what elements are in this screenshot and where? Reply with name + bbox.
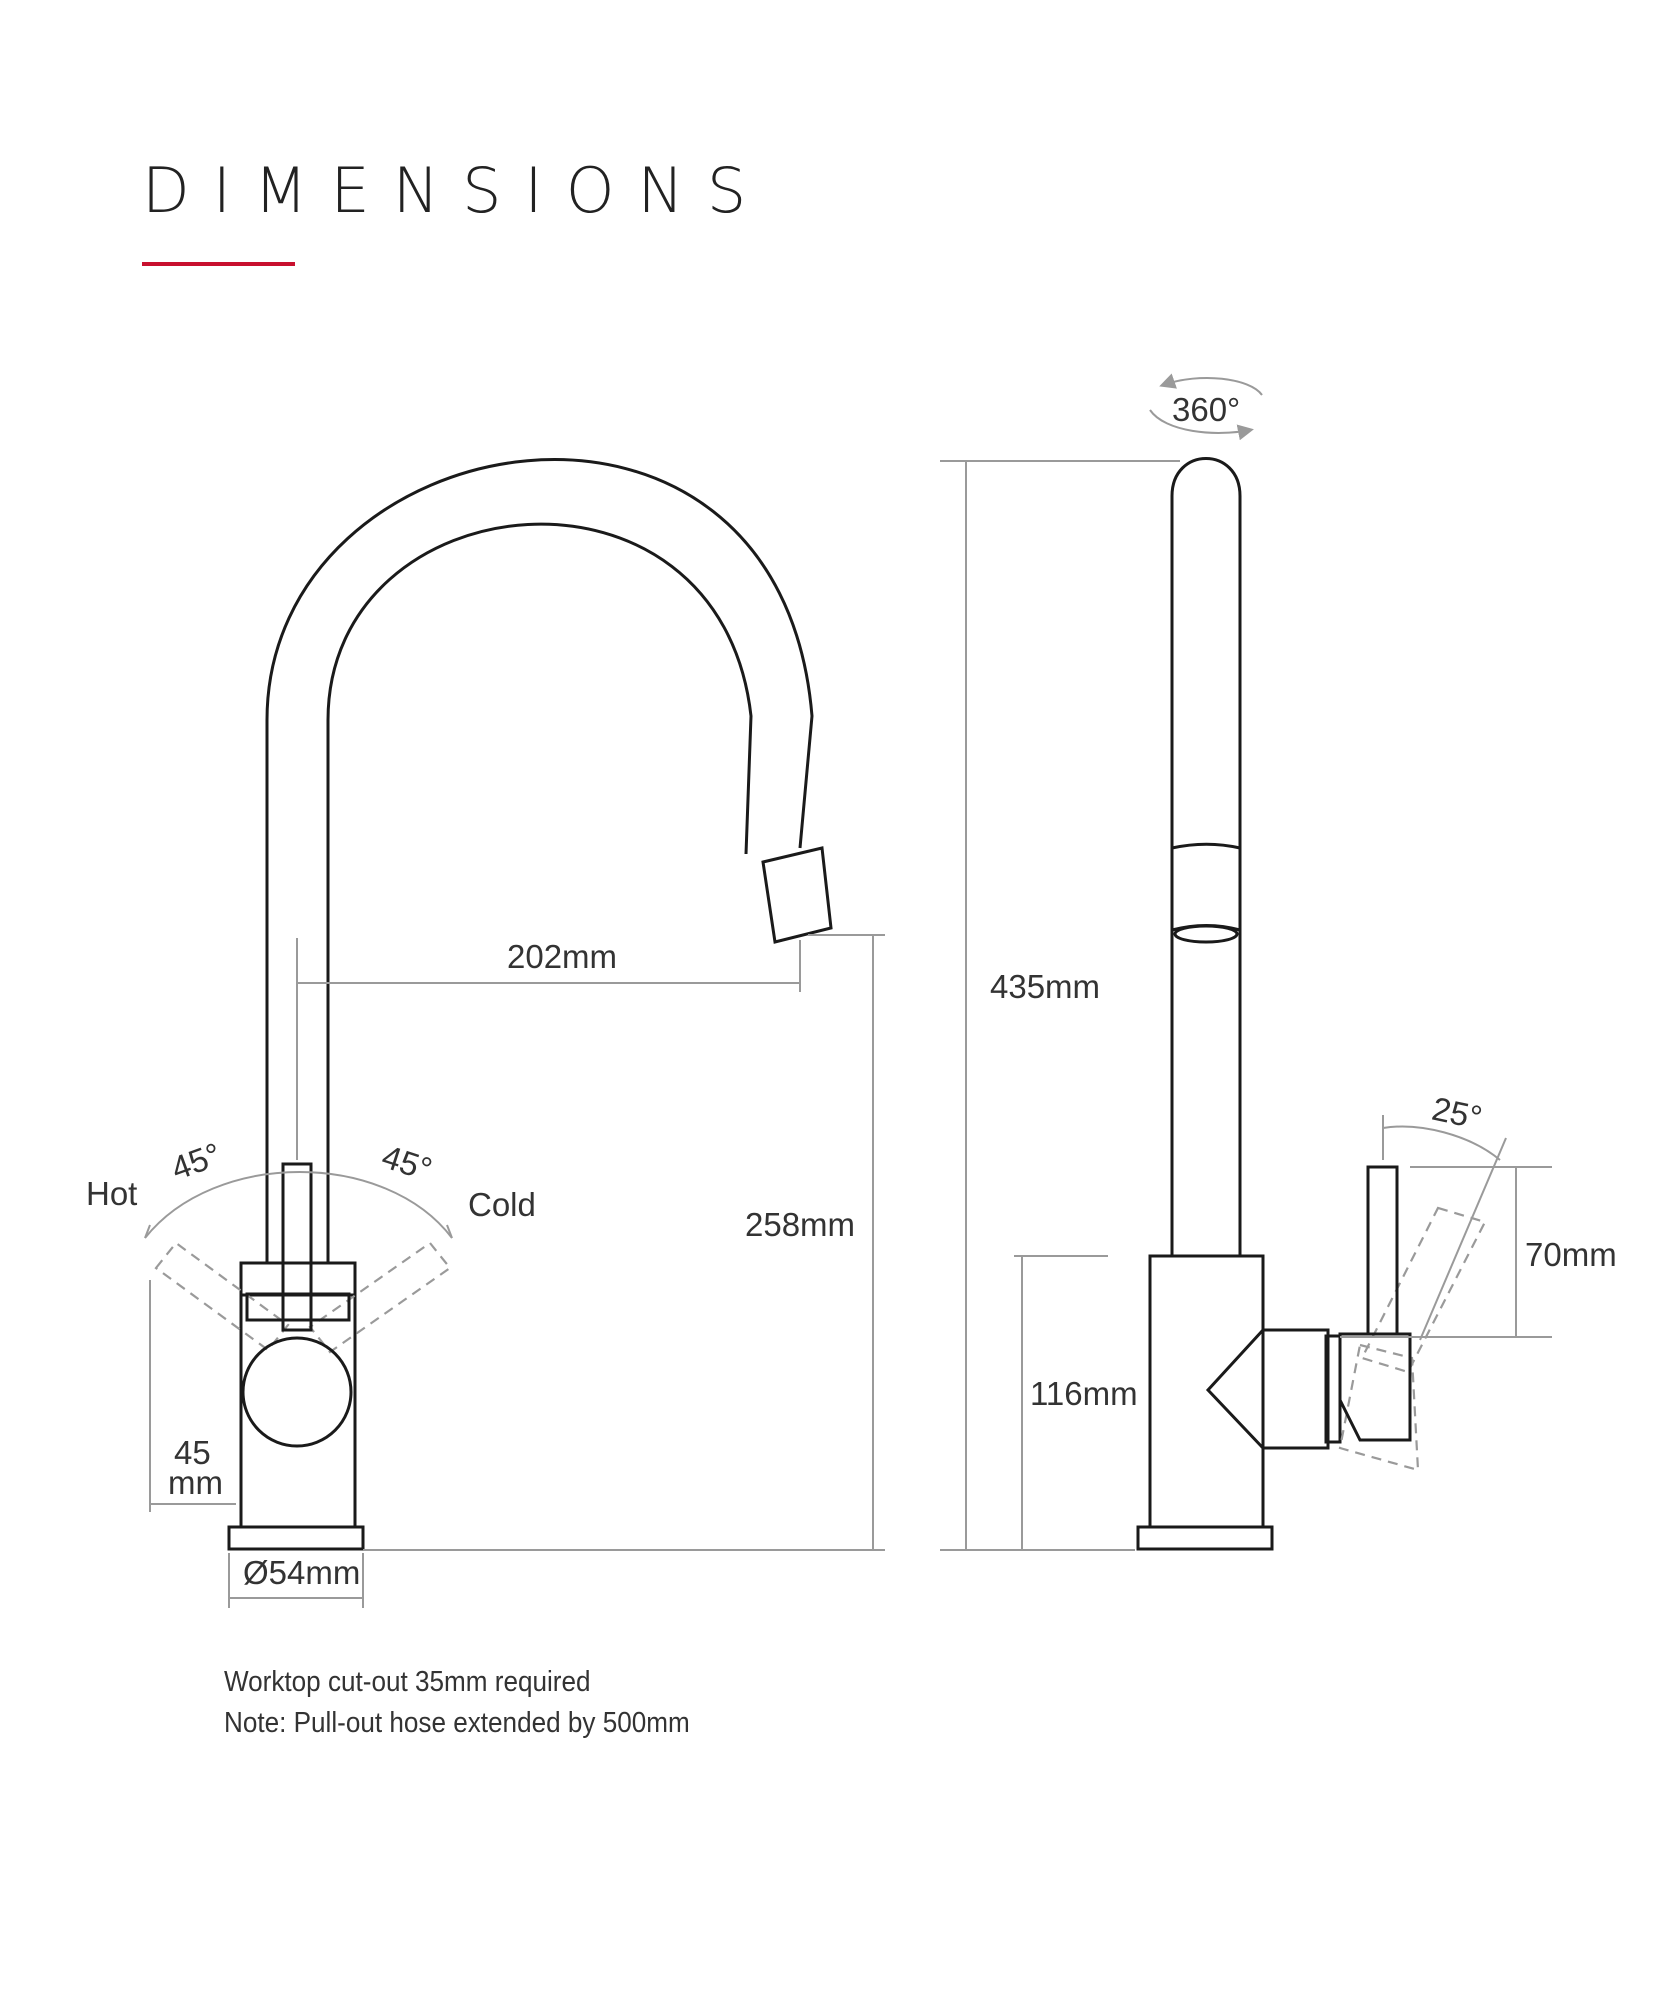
side-body <box>1148 1254 1265 1529</box>
front-lever-knob <box>241 1336 353 1448</box>
front-angle-left-label: 45° <box>166 1135 226 1187</box>
side-lever <box>1366 1165 1399 1336</box>
rotation-arrow-bottom <box>1149 409 1254 441</box>
base-diameter-label: Ø54mm <box>243 1554 360 1591</box>
cold-label: Cold <box>468 1186 536 1223</box>
lever-tilt-ext-angled <box>1419 1137 1507 1341</box>
front-view: 45° 45° Hot Cold 45 mm Ø54mm 202mm 258mm <box>86 458 885 1608</box>
body-height-label: 116mm <box>1030 1375 1138 1412</box>
front-clearance-value: 45 <box>174 1434 211 1471</box>
note-hose: Note: Pull-out hose extended by 500mm <box>224 1707 690 1739</box>
front-angle-right-label: 45° <box>378 1137 437 1188</box>
title-accent-line <box>142 262 295 266</box>
front-lever-plate <box>245 1292 351 1322</box>
side-lever-head <box>1338 1332 1412 1442</box>
reach-label: 202mm <box>507 938 617 975</box>
lever-tilt-label: 25° <box>1429 1090 1486 1137</box>
side-spout-column <box>1170 457 1242 1256</box>
notes: Worktop cut-out 35mm required Note: Pull… <box>224 1662 690 1744</box>
page-title: DIMENSIONS <box>142 154 770 227</box>
front-spout-inner <box>326 522 753 1262</box>
side-view: 360° 435mm 116mm 25° <box>940 373 1617 1551</box>
front-lever-hot-position <box>154 1241 290 1352</box>
side-lever-hub <box>1205 1328 1330 1450</box>
front-spout-outer <box>265 458 814 1262</box>
front-base-plate <box>227 1525 365 1551</box>
front-spray-head <box>761 846 833 944</box>
rotation-arrow-top <box>1159 373 1263 396</box>
front-lever-angle-arc <box>144 1171 453 1239</box>
front-lever-cold-position <box>308 1241 452 1354</box>
side-spray-outlet <box>1173 924 1239 944</box>
spout-height-label: 258mm <box>745 1206 855 1243</box>
front-clearance-unit: mm <box>168 1464 223 1501</box>
rotation-label: 360° <box>1172 391 1240 428</box>
hot-label: Hot <box>86 1175 137 1212</box>
front-body <box>239 1261 357 1529</box>
side-spray-band-top <box>1171 842 1241 850</box>
front-lever <box>281 1162 313 1332</box>
lever-tilt-arc <box>1382 1125 1501 1161</box>
lever-height-label: 70mm <box>1525 1236 1617 1273</box>
side-base-plate <box>1136 1525 1274 1551</box>
note-cutout: Worktop cut-out 35mm required <box>224 1666 591 1698</box>
total-height-label: 435mm <box>990 968 1100 1005</box>
